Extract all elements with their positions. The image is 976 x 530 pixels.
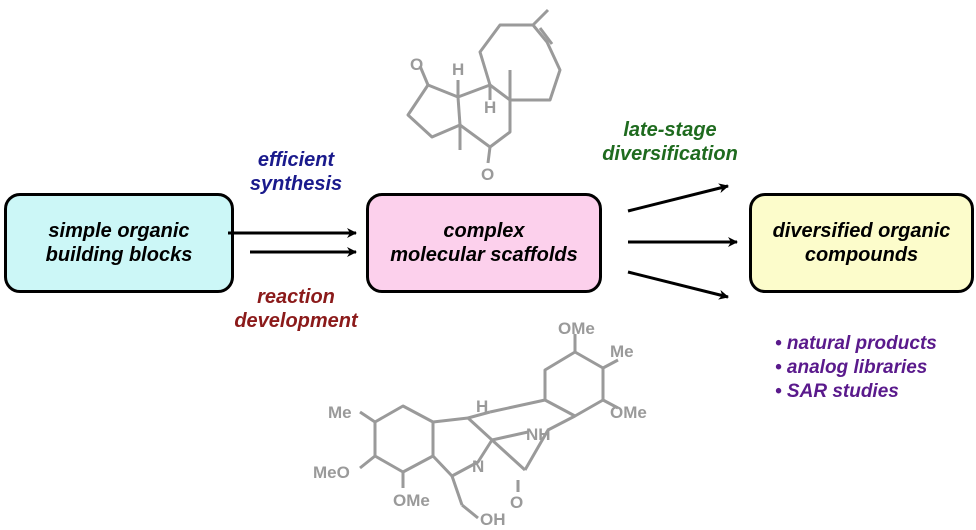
bottom-mol-MeO: MeO	[313, 463, 350, 482]
bottom-mol-NH: NH	[526, 425, 551, 444]
diversified-line2: compounds	[804, 244, 919, 266]
scaffolds-box: complex molecular scaffolds	[366, 193, 602, 293]
application-item: • analog libraries	[775, 357, 928, 378]
bottom-mol-Me1: Me	[610, 342, 634, 361]
bottom-mol-H: H	[476, 397, 488, 416]
arrow-diversify-up	[627, 183, 729, 213]
bottom-mol-O: O	[510, 493, 523, 512]
bottom-mol-OMe3: OMe	[393, 491, 430, 510]
top-mol-O2: O	[481, 165, 494, 184]
bottom-mol-OMe1: OMe	[558, 319, 595, 338]
building-blocks-line1: simple organic	[48, 220, 190, 242]
late-stage-label: late-stage diversification	[580, 118, 760, 166]
building-blocks-box: simple organic building blocks	[4, 193, 234, 293]
application-item: • natural products	[775, 333, 937, 354]
top-mol-O1: O	[410, 55, 423, 74]
scaffolds-line2: molecular scaffolds	[390, 244, 578, 266]
scaffolds-line1: complex	[443, 220, 525, 242]
efficient-line2: synthesis	[249, 173, 343, 195]
reaction-development-label: reaction development	[228, 285, 364, 333]
reaction-line1: reaction	[257, 286, 335, 308]
applications-list: • natural products • analog libraries • …	[775, 332, 937, 404]
arrow-diversify-down	[627, 270, 729, 300]
bottom-mol-OMe2: OMe	[610, 403, 647, 422]
bottom-mol-N: N	[472, 457, 484, 476]
top-mol-H1: H	[452, 60, 464, 79]
application-item: • SAR studies	[775, 381, 899, 402]
bottom-mol-OH: OH	[480, 510, 506, 529]
building-blocks-line2: building blocks	[45, 244, 193, 266]
top-mol-H2: H	[484, 98, 496, 117]
reaction-line2: development	[234, 310, 358, 332]
late-stage-line1: late-stage	[623, 119, 717, 141]
bottom-mol-Me2: Me	[328, 403, 352, 422]
efficient-synthesis-label: efficient synthesis	[228, 148, 364, 196]
diversified-box: diversified organic compounds	[749, 193, 974, 293]
diversified-line1: diversified organic	[772, 220, 951, 242]
late-stage-line2: diversification	[602, 143, 738, 165]
efficient-line1: efficient	[257, 149, 335, 171]
